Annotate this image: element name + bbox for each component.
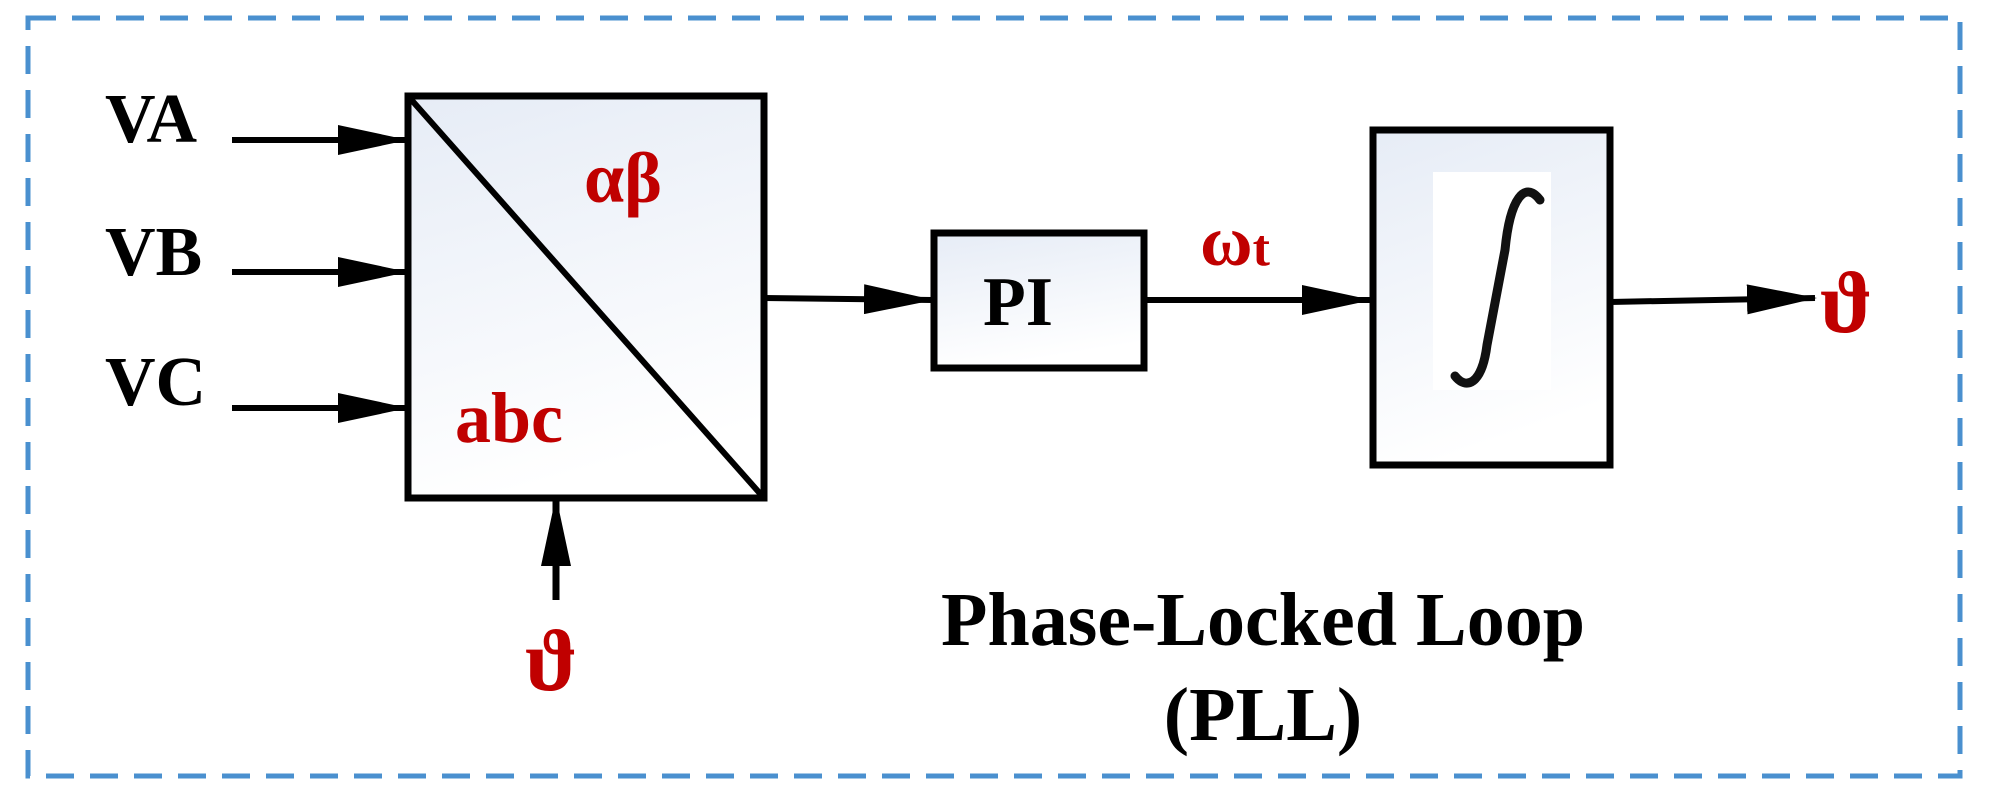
integral-icon <box>1450 187 1545 388</box>
omega-symbol: ω <box>1200 201 1253 281</box>
abc-to-alphabeta-block: αβ abc <box>404 92 768 502</box>
transform-to-pi-arrow <box>763 284 934 315</box>
input-label-va: VA <box>105 81 198 158</box>
pi-label: PI <box>983 264 1053 341</box>
abc-label: abc <box>455 378 563 458</box>
integrator-block <box>1369 126 1614 469</box>
caption-abbrev: (PLL) <box>1164 673 1362 757</box>
input-label-vc: VC <box>105 344 206 421</box>
output-theta-label: ϑ <box>1820 255 1873 352</box>
omega-t-label: ωt <box>1200 201 1271 281</box>
caption-title: Phase-Locked Loop <box>941 578 1585 662</box>
transform-diagonal <box>405 94 767 500</box>
pll-dashed-frame <box>25 15 1963 779</box>
input-label-vb: VB <box>105 214 202 291</box>
omega-subscript: t <box>1253 220 1271 277</box>
alphabeta-label: αβ <box>584 138 662 218</box>
integrator-to-output-arrow <box>1609 284 1817 315</box>
pi-controller-block: PI <box>930 229 1148 372</box>
theta-input-label: ϑ <box>525 613 578 710</box>
